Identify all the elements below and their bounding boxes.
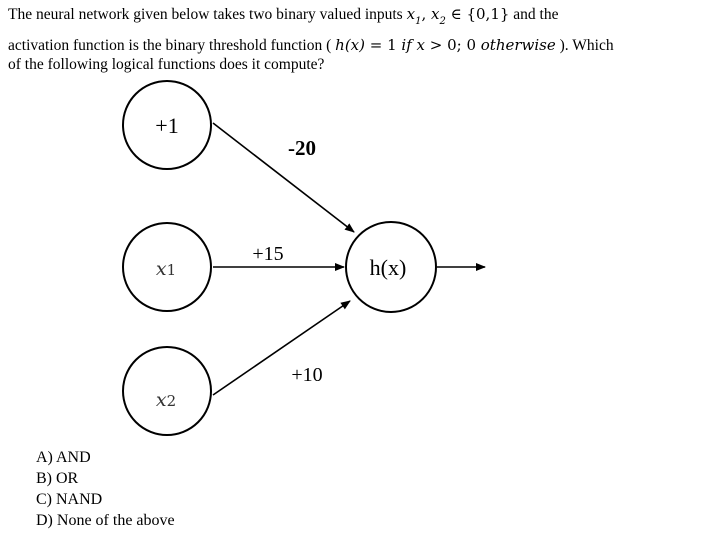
var-x1-letter: x xyxy=(406,5,416,23)
formula-gt: > 0; 0 xyxy=(424,36,481,54)
question-line-1-suffix: and the xyxy=(509,6,559,23)
question-line-1: The neural network given below takes two… xyxy=(8,4,716,27)
option-c: C) NAND xyxy=(36,491,103,508)
formula-otherwise: otherwise xyxy=(480,36,556,54)
option-a: A) AND xyxy=(36,449,91,466)
var-x2-letter: x xyxy=(430,5,440,23)
formula-if: if x xyxy=(401,36,425,54)
question-text: The neural network given below takes two… xyxy=(8,4,716,75)
weight-x1-label: +15 xyxy=(252,243,283,265)
node-output-label: h(x) xyxy=(370,255,407,280)
node-bias xyxy=(122,80,212,170)
node-x1-letter: x xyxy=(156,258,167,280)
option-b: B) OR xyxy=(36,470,79,487)
var-x2-subscript: 2 xyxy=(439,16,446,27)
answer-options: A) AND B) OR C) NAND D) None of the abov… xyxy=(36,447,175,531)
question-line-2: activation function is the binary thresh… xyxy=(8,35,716,56)
node-x2 xyxy=(122,346,212,436)
node-x2-subscript: 2 xyxy=(167,392,177,410)
option-d: D) None of the above xyxy=(36,512,175,529)
node-x1-label: x1 xyxy=(156,258,176,280)
node-x1-subscript: 1 xyxy=(167,261,177,279)
edge-x2-to-output xyxy=(212,300,351,396)
weight-x2-label: +10 xyxy=(291,364,322,386)
node-x2-letter: x xyxy=(156,389,167,411)
var-x2: x2 xyxy=(430,5,446,27)
node-bias-label: +1 xyxy=(155,113,178,138)
weight-bias-label: -20 xyxy=(288,136,316,160)
question-line-1-prefix: The neural network given below takes two… xyxy=(8,6,407,23)
edge-bias-to-output xyxy=(212,122,355,233)
question-line-3: of the following logical functions does … xyxy=(8,56,325,73)
node-output xyxy=(345,221,437,313)
node-x1 xyxy=(122,222,212,312)
var-separator: , xyxy=(421,5,431,23)
var-x1-subscript: 1 xyxy=(415,16,422,27)
formula-eq: = 1 xyxy=(364,36,402,54)
var-x1: x1 xyxy=(406,5,422,27)
node-x2-label: x2 xyxy=(156,389,176,411)
question-line-2-prefix: activation function is the binary thresh… xyxy=(8,37,336,54)
binary-set: ∈ {0,1} xyxy=(445,5,510,23)
question-line-2-suffix: ). Which xyxy=(555,37,614,54)
formula-h: h(x) xyxy=(335,36,365,54)
